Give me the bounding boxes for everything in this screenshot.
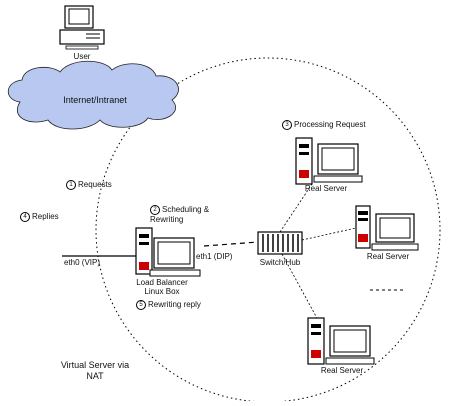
real-server-mid-computer — [355, 205, 419, 251]
switch-hub — [257, 231, 303, 255]
step-3-number: 3 — [282, 120, 292, 130]
external-interface-label: eth0 (VIP) — [64, 258, 101, 267]
real-server-top-computer — [295, 137, 363, 185]
real-server-top-label: Real Server — [304, 184, 348, 193]
step-3-text: Processing Request — [294, 120, 366, 130]
real-server-mid-label: Real Server — [366, 252, 410, 261]
real-server-bottom-computer — [307, 317, 375, 365]
internal-interface-label: eth1 (DIP) — [196, 252, 233, 261]
step-2-text: Scheduling & Rewriting — [150, 205, 210, 224]
step-1-number: 1 — [66, 180, 76, 190]
step-5-number: 5 — [136, 300, 146, 310]
step-4-number: 4 — [20, 212, 30, 222]
diagram-title: Virtual Server via NAT — [60, 360, 130, 381]
real-server-bottom-label: Real Server — [320, 366, 364, 375]
link-switch-server-bottom — [281, 253, 319, 321]
user-computer — [59, 5, 105, 50]
step-4-text: Replies — [32, 212, 59, 222]
load-balancer-label: Load Balancer Linux Box — [136, 278, 188, 296]
link-switch-server-top — [279, 183, 313, 233]
switch-label: Switch/Hub — [259, 258, 301, 267]
link-loadbalancer-switch — [203, 241, 259, 247]
step-2-number: 2 — [150, 205, 160, 215]
internet-cloud — [7, 60, 179, 130]
internet-label: Internet/Intranet — [63, 95, 127, 105]
link-switch-server-mid — [301, 227, 357, 241]
step-1-text: Requests — [78, 180, 112, 190]
load-balancer-computer — [135, 227, 201, 277]
user-label: User — [73, 52, 91, 61]
step-5-text: Rewriting reply — [148, 300, 201, 310]
